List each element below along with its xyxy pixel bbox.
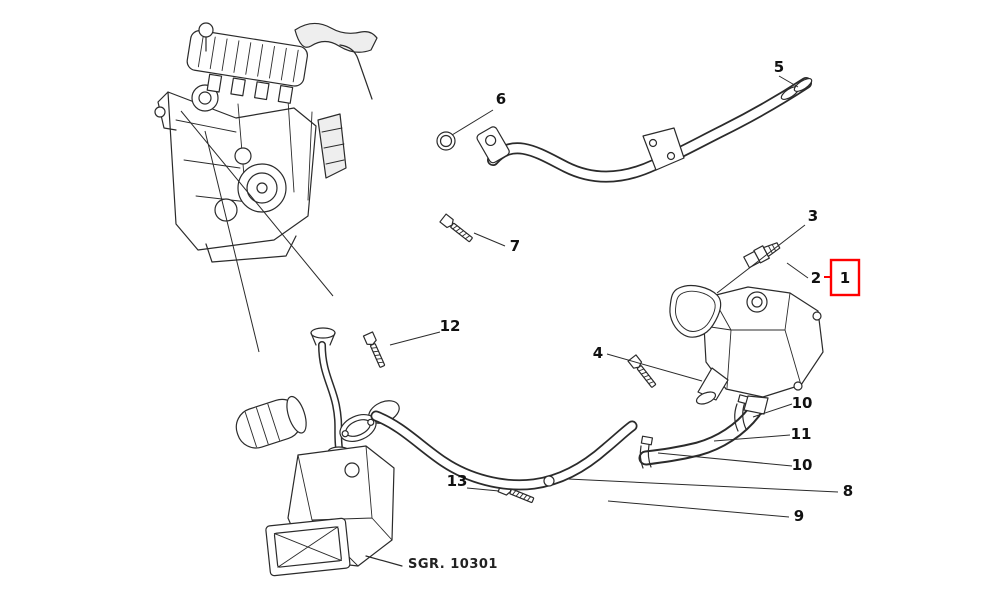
pipe-5-flange — [476, 126, 510, 164]
engine-illustration — [154, 22, 378, 263]
gasket-3 — [669, 284, 722, 338]
callout-3: 3 — [808, 207, 818, 225]
callout-12: 12 — [440, 317, 461, 335]
callout-4: 4 — [593, 344, 603, 362]
bolt-7 — [439, 213, 475, 245]
highlighted-callout-1[interactable]: 1 — [824, 258, 861, 297]
pipe-5-bracket — [642, 127, 685, 171]
callout-10-upper: 10 — [792, 394, 813, 412]
clamp-10-lower — [639, 435, 654, 469]
callout-6: 6 — [496, 90, 506, 108]
callout-5: 5 — [774, 58, 784, 76]
sgr-reference: SGR. 10301 — [408, 557, 498, 572]
hose-11 — [638, 404, 762, 466]
leader-lines — [389, 75, 839, 518]
oring-6 — [436, 131, 456, 151]
temp-sensor-2 — [743, 242, 781, 269]
thermostat-housing — [695, 286, 824, 415]
water-pipe-5 — [476, 77, 813, 183]
callout-1: 1 — [840, 269, 850, 287]
callout-11: 11 — [791, 425, 812, 443]
callout-9: 9 — [794, 507, 804, 525]
callout-2: 2 — [811, 269, 821, 287]
callout-8: 8 — [843, 482, 853, 500]
callout-10-lower: 10 — [792, 456, 813, 474]
callout-13: 13 — [447, 472, 468, 490]
engine-pointer-lines — [180, 110, 334, 353]
bolt-4 — [627, 354, 659, 390]
oil-cooler-illustration — [235, 327, 403, 577]
water-pipe-9 — [370, 410, 638, 491]
callout-7: 7 — [510, 237, 520, 255]
bolt-12 — [362, 331, 388, 370]
